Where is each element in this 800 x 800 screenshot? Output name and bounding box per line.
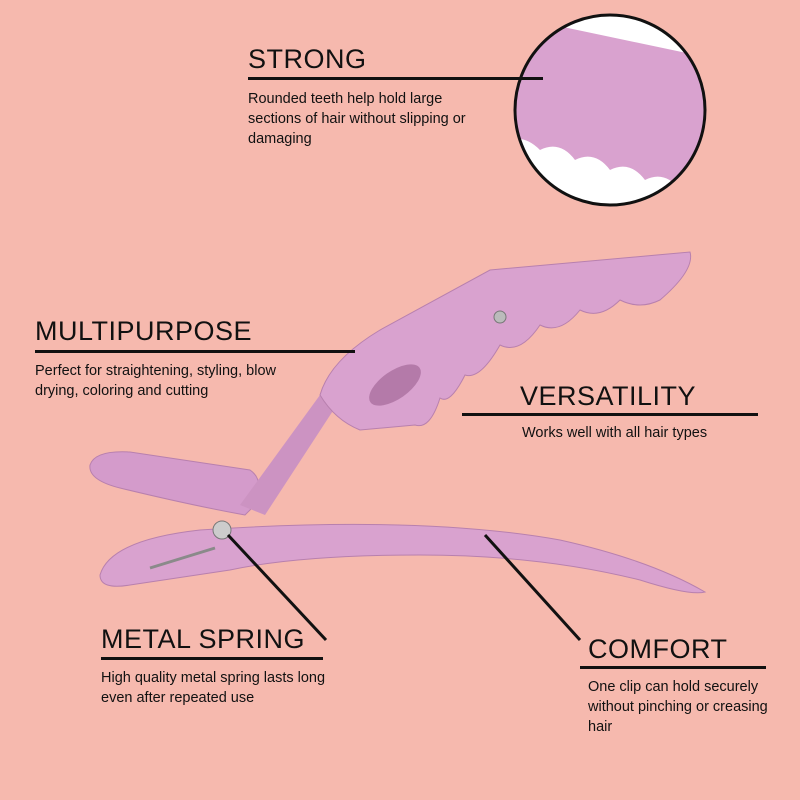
feature-title-metal-spring: METAL SPRING — [101, 624, 306, 654]
zoom-circle-border — [513, 13, 707, 207]
teeth-zoom-detail — [515, 15, 705, 205]
pointer-metal-spring — [226, 533, 328, 642]
clip-thumb-pad — [89, 451, 260, 516]
spring-rivet — [212, 520, 232, 540]
clip-lower-jaw — [99, 523, 707, 594]
divider — [462, 413, 758, 416]
divider — [580, 666, 766, 669]
divider — [35, 350, 355, 353]
feature-desc-versatility: Works well with all hair types — [522, 425, 708, 441]
clip-handle-hole — [369, 364, 421, 406]
pointer-comfort — [483, 533, 582, 642]
divider — [248, 77, 543, 80]
feature-title-strong: STRONG — [248, 44, 367, 74]
feature-title-versatility: VERSATILITY — [520, 381, 697, 411]
pivot-rivet — [493, 310, 507, 324]
divider — [101, 657, 323, 660]
clip-arm — [240, 395, 340, 515]
feature-desc-multipurpose: Perfect for straightening, styling, blow… — [35, 363, 276, 399]
metal-spring — [149, 546, 216, 570]
feature-title-multipurpose: MULTIPURPOSE — [35, 316, 253, 346]
feature-title-comfort: COMFORT — [588, 634, 728, 664]
feature-desc-strong: Rounded teeth help hold large sections o… — [248, 91, 466, 147]
feature-desc-metal-spring: High quality metal spring lasts long eve… — [101, 670, 326, 706]
feature-desc-comfort: One clip can hold securely without pinch… — [588, 679, 768, 735]
